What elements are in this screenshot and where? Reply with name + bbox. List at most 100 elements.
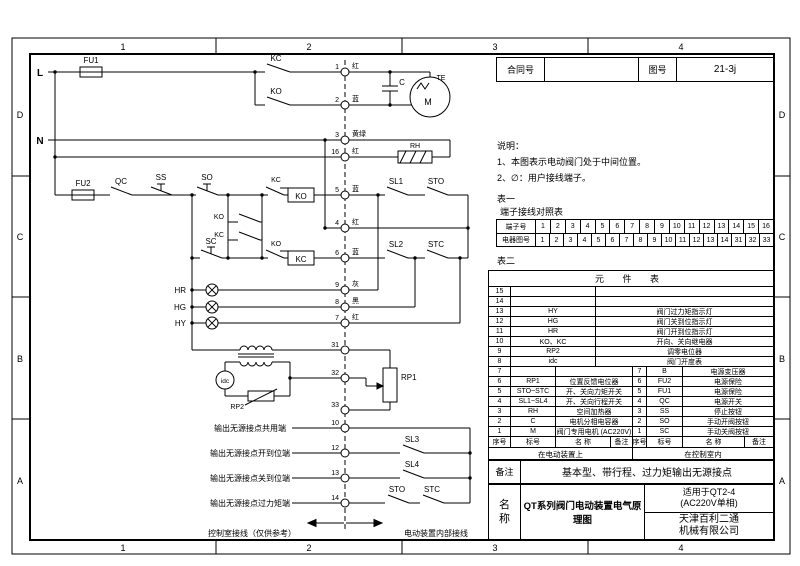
hy-label: HY: [175, 319, 187, 328]
comp-no: 1: [633, 427, 647, 436]
t1-cell: 2: [551, 220, 566, 233]
row2-label: 电器图号: [497, 234, 536, 246]
zone-row-label: A: [779, 476, 785, 486]
hg-label: HG: [174, 303, 186, 312]
wire-color: 红: [352, 312, 359, 321]
terminal-circle: [340, 318, 350, 328]
terminal-circle: [340, 223, 350, 233]
comp-code: QC: [647, 397, 683, 406]
comp-code: C: [511, 417, 556, 426]
terminal-number: 14: [331, 495, 339, 502]
zone-col-label: 1: [120, 42, 125, 52]
comp-name: [596, 297, 773, 306]
comp-code: RP2: [511, 347, 596, 356]
title-block: 名称 QT系列阀门电动装置电气原理图 适用于QT2-4 (AC220V单相) 天…: [488, 484, 774, 540]
name-label: 名称: [499, 498, 510, 525]
company-line1: 天津百利二通: [679, 513, 739, 525]
t1-cell: 6: [610, 220, 626, 233]
ko-aux-label: KO: [214, 214, 225, 221]
rh-label: RH: [410, 143, 420, 150]
t1-cell: 3: [566, 220, 581, 233]
thermal-element-symbol: [416, 82, 430, 90]
ko-contact-label: KO: [270, 87, 282, 96]
contract-value: [545, 58, 639, 81]
comp-no: 2: [633, 417, 647, 426]
rp1-wiper-arrow: [376, 382, 385, 390]
comp-name: [596, 287, 773, 296]
terminal-circle: [340, 473, 350, 483]
comp-code: M: [511, 427, 556, 436]
col-header: 备注: [752, 439, 766, 446]
terminal-number: 1: [335, 64, 339, 71]
comp-name: 电源开关: [714, 398, 742, 406]
component-row-split: 2 C 电机分相电容器 2 SO 手动开阀按钮: [489, 417, 773, 427]
contact-diagonals-power: [266, 63, 291, 106]
t1-cell: 11: [685, 220, 700, 233]
t1-cell: 9: [655, 220, 670, 233]
drawing-no-label: 图号: [639, 58, 677, 81]
t1-cell: 12: [690, 234, 704, 246]
comp-name: 位置反馈电位器: [556, 377, 633, 386]
remark-text: 基本型、带行程、过力矩输出无源接点: [562, 468, 732, 479]
fu1-label: FU1: [83, 56, 99, 65]
row1-label: 端子号: [497, 220, 536, 233]
opening-meter-symbol: [215, 370, 235, 390]
zone-row-label: D: [17, 110, 24, 120]
comp-no: 6: [633, 377, 647, 386]
comp-no: 9: [489, 347, 511, 356]
output-common-label: 输出无源接点共用端: [214, 423, 286, 433]
comp-name: 电源保险: [714, 378, 742, 386]
sto-label: STO: [428, 177, 444, 186]
lamp-hy-symbol: [205, 316, 219, 330]
component-row: 8 idc 阀门开度表: [489, 357, 773, 367]
comp-no: 5: [489, 387, 511, 396]
comp-name: 开、关向力矩开关: [556, 387, 633, 396]
stc-label: STC: [428, 240, 444, 249]
sto-output-label: STO: [389, 485, 405, 494]
terminal-number: 12: [331, 445, 339, 452]
output-descriptions: 输出无源接点共用端 输出无源接点开到位端 输出无源接点关到位端 输出无源接点过力…: [208, 423, 468, 538]
comp-no: 7: [489, 367, 511, 376]
right-arrowhead: [373, 518, 384, 528]
te-label: TE: [437, 75, 446, 82]
notes-item-2: 2、∅：用户接线端子。: [497, 173, 591, 183]
t1-cell: 8: [634, 234, 648, 246]
comp-no: 14: [489, 297, 511, 306]
component-table-title: 元 件 表: [489, 271, 773, 287]
terminal-number: 32: [331, 370, 339, 377]
zone-col-label: 3: [492, 42, 497, 52]
applicable-cell: 适用于QT2-4 (AC220V单相): [645, 485, 773, 513]
t1-cell: 32: [746, 234, 760, 246]
potentiometer-rp2-symbol: [247, 390, 275, 402]
company-cell: 天津百利二通 机械有限公司: [645, 513, 773, 540]
zone-col-label: 4: [678, 543, 683, 553]
output-close-label: 输出无源接点关到位端: [210, 473, 290, 483]
comp-name: 阀门过力矩指示灯: [656, 308, 713, 316]
t1-cell: 7: [625, 220, 641, 233]
t1-cell: 16: [762, 223, 770, 230]
comp-code: SC: [647, 427, 683, 436]
terminal-circle: [340, 190, 350, 200]
comp-no: 15: [489, 287, 511, 296]
comp-code: SO: [647, 417, 683, 426]
terminal-circle: [340, 67, 350, 77]
terminal-circle: [340, 135, 350, 145]
contract-box: 合同号 图号 21-3j: [496, 57, 774, 82]
name-label-cell: 名称: [489, 485, 521, 539]
stc-output-label: STC: [424, 485, 440, 494]
t1-cell: 8: [640, 220, 655, 233]
location-row: 在电动装置上 在控制室内: [489, 448, 773, 460]
lamp-hg-symbol: [205, 300, 219, 314]
zone-col-label: 4: [678, 42, 683, 52]
terminal-circle: [340, 373, 350, 383]
comp-no: 8: [489, 357, 511, 366]
terminal-number: 4: [335, 220, 339, 227]
component-header-row: 序号 标号 名 称 备注 序号 标号 名 称 备注: [489, 437, 773, 448]
terminal-circle: [340, 423, 350, 433]
component-row: 10 KO、KC 开向、关向继电器: [489, 337, 773, 347]
kc-coil-label: KC: [295, 255, 306, 264]
terminal-circle: [340, 498, 350, 508]
terminal-number: 6: [335, 250, 339, 257]
